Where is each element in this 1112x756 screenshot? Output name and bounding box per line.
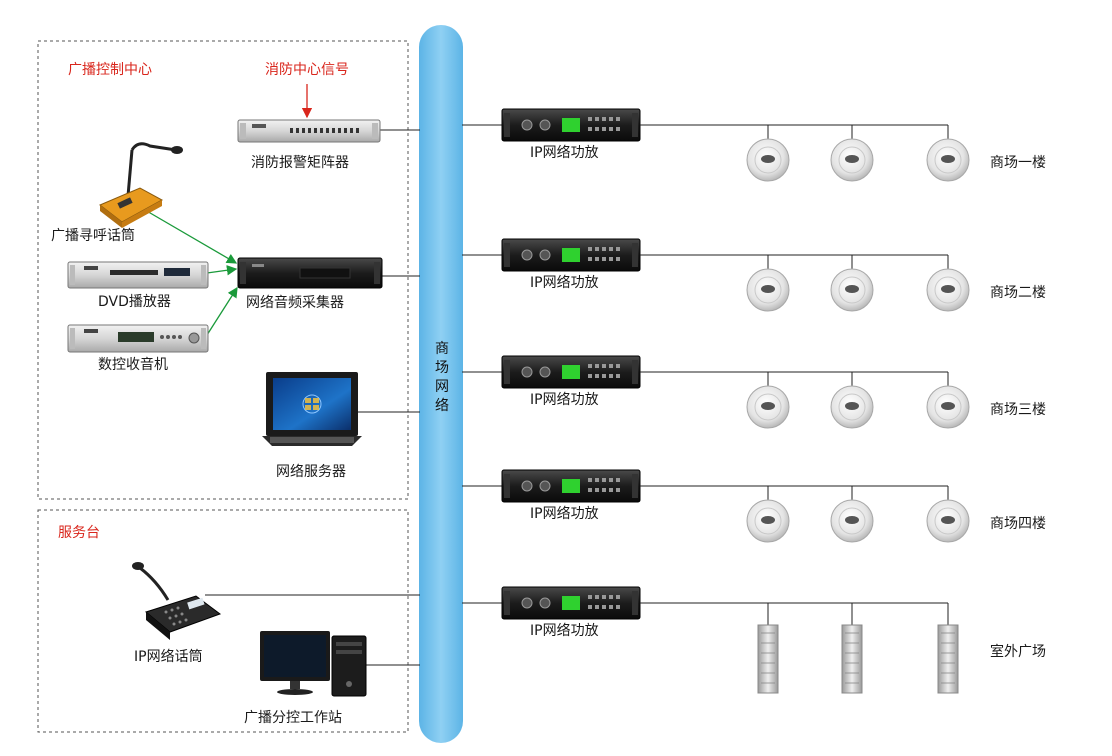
server-device xyxy=(262,372,362,446)
workstation-label: 广播分控工作站 xyxy=(244,710,342,726)
ip-mic-label: IP网络话筒 xyxy=(134,648,203,665)
ceiling-speaker xyxy=(926,255,970,312)
ip-amplifier-label: IP网络功放 xyxy=(530,145,599,161)
zone-name-label: 商场四楼 xyxy=(990,516,1046,532)
ceiling-speaker xyxy=(830,372,874,429)
column-speaker xyxy=(841,603,863,694)
ip-amplifier-label: IP网络功放 xyxy=(530,275,599,291)
zone-name-label: 商场二楼 xyxy=(990,285,1046,301)
service-desk-box xyxy=(37,509,409,733)
control-center-title: 广播控制中心 xyxy=(68,62,152,78)
left-connectors xyxy=(205,129,420,666)
green-arrows xyxy=(144,209,238,336)
ceiling-speaker xyxy=(746,255,790,312)
workstation-device xyxy=(260,631,367,697)
network-bus-char: 络 xyxy=(435,398,449,414)
ip-amplifier xyxy=(501,108,641,142)
network-bus-char: 商 xyxy=(435,341,449,357)
ip-amplifier-label: IP网络功放 xyxy=(530,623,599,639)
audio-collector-label: 网络音频采集器 xyxy=(246,294,344,311)
ip-mic-device xyxy=(132,562,222,640)
paging-mic-label: 广播寻呼话筒 xyxy=(51,227,135,244)
ip-amplifier xyxy=(501,586,641,620)
tuner-device xyxy=(67,324,209,353)
ceiling-speaker xyxy=(830,255,874,312)
ceiling-speaker xyxy=(926,372,970,429)
column-speaker xyxy=(757,603,779,694)
ceiling-speaker xyxy=(830,125,874,182)
ip-amplifier xyxy=(501,238,641,272)
server-label: 网络服务器 xyxy=(276,464,346,480)
ceiling-speaker xyxy=(926,486,970,543)
ceiling-speaker xyxy=(746,486,790,543)
zone-name-label: 室外广场 xyxy=(990,643,1046,660)
zones-group: IP网络功放商场一楼IP网络功放商场二楼IP网络功放商场三楼IP网络功放商场四楼… xyxy=(462,108,1046,694)
tuner-label: 数控收音机 xyxy=(98,356,168,373)
ceiling-speaker xyxy=(746,372,790,429)
ip-amplifier-label: IP网络功放 xyxy=(530,506,599,522)
zone-name-label: 商场一楼 xyxy=(990,155,1046,171)
ip-amplifier-label: IP网络功放 xyxy=(530,392,599,408)
dvd-device xyxy=(67,261,209,289)
fire-signal-label: 消防中心信号 xyxy=(265,62,349,78)
ceiling-speaker xyxy=(830,486,874,543)
ceiling-speaker xyxy=(926,125,970,182)
network-bus-char: 场 xyxy=(435,360,449,376)
network-bus-label: 商 场 网 络 xyxy=(430,340,454,416)
audio-collector-device xyxy=(237,257,383,289)
service-desk-title: 服务台 xyxy=(58,525,100,541)
zone-name-label: 商场三楼 xyxy=(990,402,1046,418)
ceiling-speaker xyxy=(746,125,790,182)
column-speaker xyxy=(937,603,959,694)
paging-mic-device xyxy=(99,142,183,228)
fire-matrix-label: 消防报警矩阵器 xyxy=(251,155,349,171)
dvd-label: DVD播放器 xyxy=(98,294,171,310)
fire-matrix-device xyxy=(237,119,381,143)
ip-amplifier xyxy=(501,355,641,389)
network-bus xyxy=(419,25,463,743)
ip-amplifier xyxy=(501,469,641,503)
network-bus-char: 网 xyxy=(435,379,449,395)
